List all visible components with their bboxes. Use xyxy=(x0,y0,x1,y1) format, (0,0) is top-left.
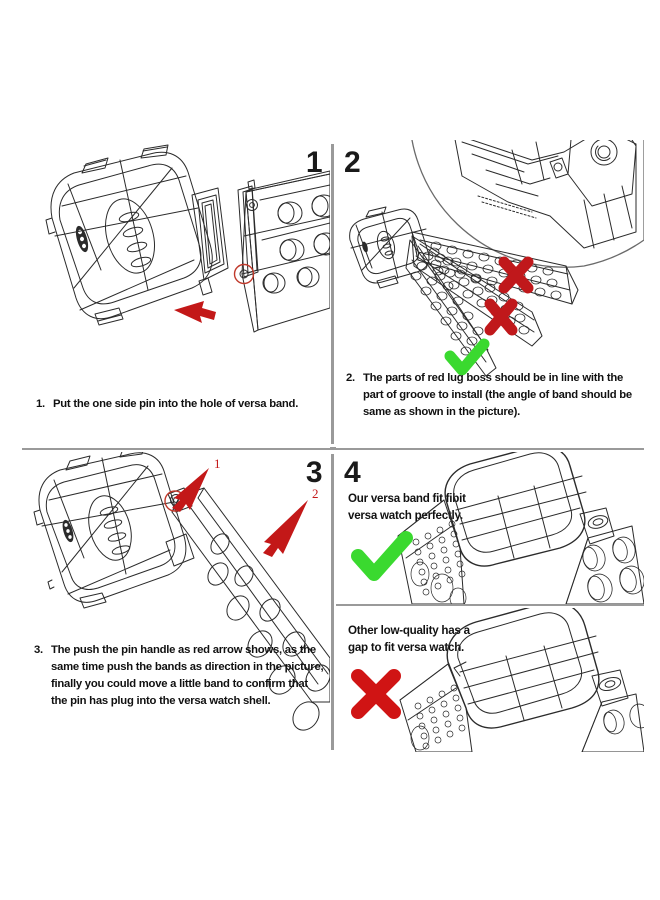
divider-vertical-bottom xyxy=(331,454,334,750)
band-left-outline xyxy=(397,499,467,604)
panel-step-2: 2 xyxy=(336,140,644,448)
cross-mark-icon xyxy=(484,298,518,336)
caption-marker: 3. xyxy=(34,644,43,656)
divider-horizontal-main xyxy=(22,447,644,450)
caption-text: Put the one side pin into the hole of ve… xyxy=(53,398,299,410)
caption-step-3: 3. The push the pin handle as red arrow … xyxy=(34,642,326,711)
highlight-circle xyxy=(233,263,255,285)
annotation-label-2: 2 xyxy=(312,486,319,501)
watch-body-outline xyxy=(45,144,229,326)
band-right-outline xyxy=(581,693,644,752)
caption-text: The push the pin handle as red arrow sho… xyxy=(51,644,324,708)
red-arrow-icon xyxy=(174,301,216,323)
watch-band-outline xyxy=(165,487,330,731)
instruction-sheet: 1 xyxy=(0,140,660,752)
panel-2-artwork xyxy=(336,140,644,448)
panel-number-1: 1 xyxy=(305,146,323,179)
panel-4-artwork xyxy=(336,452,644,604)
caption-step-1: 1. Put the one side pin into the hole of… xyxy=(36,396,326,413)
annotation-label-1: 1 xyxy=(214,456,221,471)
panel-low-quality-comparison: Other low-quality has a gap to fit versa… xyxy=(336,608,644,752)
divider-horizontal-sub xyxy=(336,603,644,606)
panel-5-note: Other low-quality has a gap to fit versa… xyxy=(348,624,470,655)
watch-head-small xyxy=(349,206,430,289)
watch-case-outline xyxy=(444,452,615,567)
band-position-wrong-2 xyxy=(411,235,543,347)
band-right-outline xyxy=(565,525,644,604)
panel-4-note: Our versa band fit fibit versa watch per… xyxy=(348,492,466,523)
watch-band-outline xyxy=(237,170,330,333)
check-mark-icon xyxy=(351,531,413,581)
check-mark-icon xyxy=(444,338,490,376)
panel-number-4: 4 xyxy=(344,456,361,489)
panel-step-1: 1 xyxy=(22,140,330,448)
magnified-lug-detail xyxy=(411,140,644,268)
caption-text: The parts of red lug boss should be in l… xyxy=(363,372,632,419)
panel-step-4: 4 Our versa band fit fibit versa watch p… xyxy=(336,452,644,604)
red-arrow-icon xyxy=(263,500,308,557)
panel-number-2: 2 xyxy=(344,146,361,179)
band-left-outline xyxy=(399,663,473,752)
cross-mark-icon xyxy=(351,669,401,719)
watch-case-outline xyxy=(446,608,629,729)
caption-marker: 1. xyxy=(36,398,45,410)
divider-vertical-top xyxy=(331,144,334,444)
red-arrow-icon xyxy=(172,468,209,512)
panel-step-3: 3 xyxy=(22,452,330,752)
panel-3-artwork: 1 2 xyxy=(22,452,330,752)
panel-5-artwork xyxy=(336,608,644,752)
panel-number-3: 3 xyxy=(305,456,323,489)
caption-marker: 2. xyxy=(346,372,355,384)
cross-mark-icon xyxy=(498,256,534,294)
panel-1-artwork xyxy=(22,140,330,448)
watch-body-outline xyxy=(33,452,187,609)
caption-step-2: 2. The parts of red lug boss should be i… xyxy=(346,370,642,421)
